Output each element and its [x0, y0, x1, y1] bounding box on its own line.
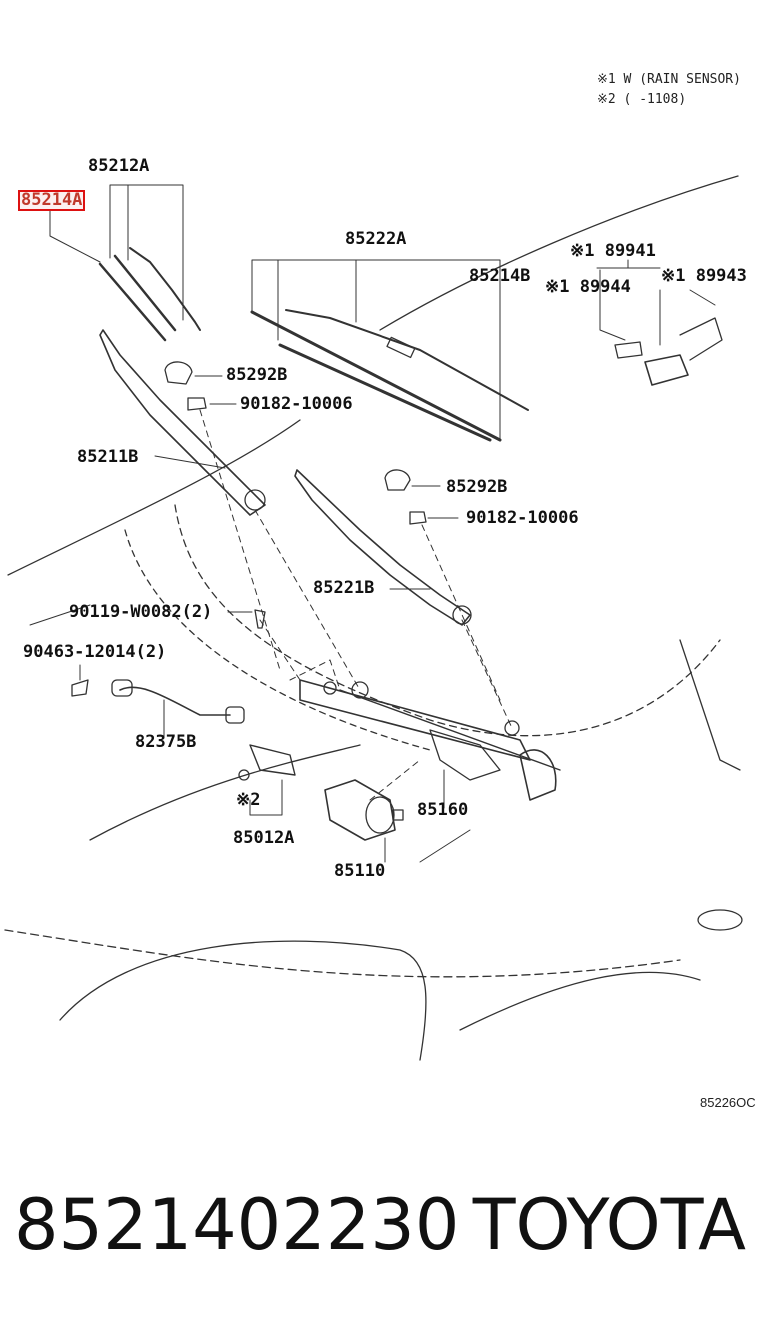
- callout-85212A[interactable]: 85212A: [88, 156, 150, 176]
- grille-line: [89, 744, 361, 841]
- callout-85292B-lower[interactable]: 85292B: [446, 477, 508, 497]
- callout-89941[interactable]: ※1 89941: [570, 241, 656, 261]
- body-side-line: [679, 639, 741, 771]
- note-rain-sensor: ※1 W (RAIN SENSOR): [597, 72, 741, 87]
- product-footer: 8521402230 TOYOTA: [0, 1190, 760, 1280]
- callout-90463[interactable]: 90463-12014(2): [23, 642, 167, 662]
- callout-85110[interactable]: 85110: [334, 861, 386, 881]
- windshield-lower-edge: [7, 419, 301, 576]
- windshield-upper-edge: [379, 175, 739, 331]
- wiper-assembly-diagram: [4, 175, 743, 1061]
- brand-name: TOYOTA: [472, 1184, 746, 1266]
- callout-85214B[interactable]: 85214B: [469, 266, 531, 286]
- hood-line: [124, 529, 431, 751]
- callout-85214A-highlighted[interactable]: 85214A: [17, 190, 86, 211]
- callout-90182-lower[interactable]: 90182-10006: [466, 508, 579, 528]
- cowl-outline: [174, 504, 721, 737]
- callout-85160[interactable]: 85160: [417, 800, 469, 820]
- body-right-curve: [459, 971, 701, 1031]
- callout-90182-upper[interactable]: 90182-10006: [240, 394, 353, 414]
- callout-89943[interactable]: ※1 89943: [661, 266, 747, 286]
- callout-82375B[interactable]: 82375B: [135, 732, 197, 752]
- callout-90119[interactable]: 90119-W0082(2): [69, 602, 213, 622]
- emblem-outline: [697, 909, 743, 931]
- callout-85221B[interactable]: 85221B: [313, 578, 375, 598]
- callout-85292B-upper[interactable]: 85292B: [226, 365, 288, 385]
- hood-front-curve: [4, 929, 681, 978]
- callout-89944[interactable]: ※1 89944: [545, 277, 631, 297]
- illustration-code: 85226OC: [700, 1095, 756, 1110]
- callout-85012A[interactable]: 85012A: [233, 828, 295, 848]
- part-number: 8521402230: [14, 1184, 460, 1266]
- callout-85222A[interactable]: 85222A: [345, 229, 407, 249]
- note-date-range: ※2 ( -1108): [597, 92, 687, 107]
- fender-curve: [59, 940, 427, 1061]
- callout-85211B[interactable]: 85211B: [77, 447, 139, 467]
- callout-note2-mark: ※2: [236, 790, 261, 810]
